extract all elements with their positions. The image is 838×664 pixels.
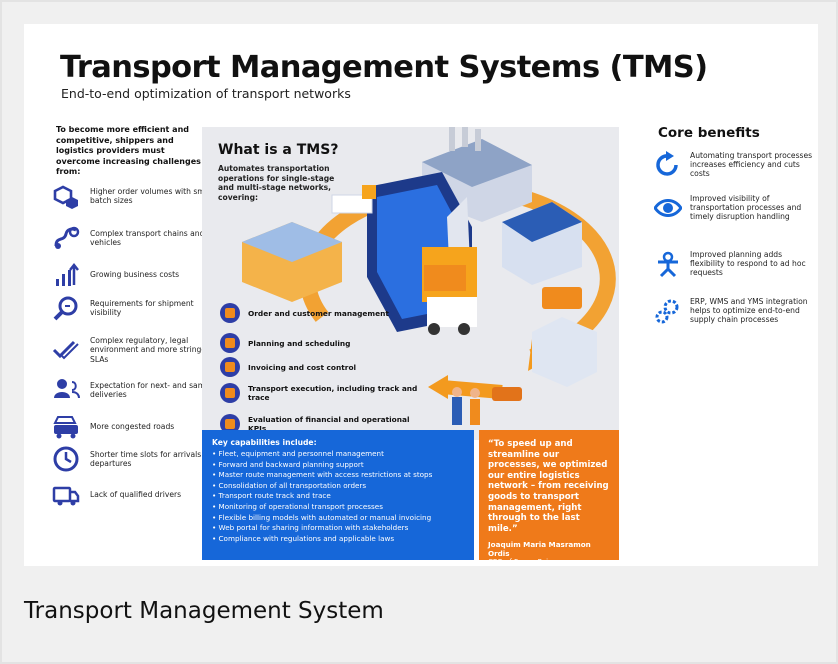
challenge-item: Shorter time slots for arrivals and depa…	[52, 445, 227, 473]
checkmarks-icon	[52, 340, 79, 360]
quote-text: “To speed up and streamline our processe…	[488, 439, 609, 534]
cars-icon	[53, 416, 78, 439]
invoice-icon	[220, 357, 240, 377]
capability-item: Forward and backward planning support	[212, 460, 464, 471]
clock-icon	[53, 446, 79, 472]
challenge-item: Complex transport chains and more vehicl…	[52, 224, 227, 252]
what-is-tms-panel: What is a TMS? Automates transportation …	[202, 127, 619, 440]
coverage-label: Order and customer management	[248, 308, 389, 318]
capability-item: Consolidation of all transportation orde…	[212, 481, 464, 492]
capability-item: Fleet, equipment and personnel managemen…	[212, 449, 464, 460]
capability-item: Flexible billing models with automated o…	[212, 513, 464, 524]
customer-quote-box: “To speed up and streamline our processe…	[479, 430, 619, 566]
challenge-item: Lack of qualified drivers	[52, 481, 227, 509]
people-icon	[54, 379, 80, 399]
coverage-label: Evaluation of financial and operational …	[248, 415, 410, 433]
route-icon	[54, 226, 80, 249]
quote-role: CEO of Ferros Puig	[488, 558, 553, 566]
challenge-label: Growing business costs	[90, 270, 180, 280]
capability-item: Web portal for sharing information with …	[212, 523, 464, 534]
challenge-item: Expectation for next- and same-day deliv…	[52, 376, 227, 404]
challenge-label: Expectation for next- and same-day deliv…	[90, 380, 227, 399]
image-caption[interactable]: Transport Management System	[24, 598, 384, 624]
benefit-item: Improved visibility of transportation pr…	[654, 194, 814, 222]
tms-infographic[interactable]: Transport Management Systems (TMS) End-t…	[24, 24, 818, 566]
benefit-item: Improved planning adds flexibility to re…	[654, 250, 814, 278]
challenge-item: Complex regulatory, legal environment an…	[52, 336, 227, 364]
rising-bars-icon	[56, 262, 79, 286]
benefit-item: ERP, WMS and YMS integration helps to op…	[654, 297, 814, 325]
tracking-icon	[220, 383, 240, 403]
capabilities-title: Key capabilities include:	[212, 438, 317, 447]
magnifier-icon	[53, 296, 78, 321]
kpi-icon	[220, 414, 240, 434]
challenges-intro: To become more efficient and competitive…	[56, 125, 201, 176]
gears-icon	[655, 299, 679, 324]
capability-item: Monitoring of operational transport proc…	[212, 502, 464, 513]
flexibility-icon	[658, 251, 678, 278]
infographic-subtitle: End-to-end optimization of transport net…	[61, 86, 351, 101]
refresh-icon	[656, 151, 678, 176]
challenge-label: Higher order volumes with smaller batch …	[90, 186, 222, 205]
logistics-illustration	[242, 127, 616, 425]
benefit-label: Improved planning adds flexibility to re…	[690, 250, 806, 278]
what-is-tms-title: What is a TMS?	[218, 142, 339, 158]
challenge-label: Complex transport chains and more vehicl…	[90, 228, 227, 247]
challenge-label: Shorter time slots for arrivals and depa…	[90, 449, 218, 468]
challenge-item: Higher order volumes with smaller batch …	[52, 182, 227, 210]
coverage-item: Transport execution, including track and…	[220, 383, 420, 403]
challenge-item: More congested roads	[52, 413, 227, 441]
infographic-title: Transport Management Systems (TMS)	[60, 50, 708, 85]
benefit-label: Automating transport processes increases…	[690, 151, 813, 179]
calendar-icon	[220, 333, 240, 353]
challenge-item: Growing business costs	[52, 261, 227, 289]
benefit-label: Improved visibility of transportation pr…	[690, 194, 802, 222]
truck-icon	[52, 486, 80, 506]
coverage-label: Transport execution, including track and…	[248, 384, 418, 402]
challenge-item: Requirements for shipment visibility	[52, 294, 227, 322]
capability-item: Transport route track and trace	[212, 491, 464, 502]
coverage-label: Invoicing and cost control	[248, 362, 357, 372]
coverage-item: Invoicing and cost control	[220, 357, 420, 377]
benefit-item: Automating transport processes increases…	[654, 151, 814, 179]
coverage-item: Order and customer management	[220, 303, 420, 323]
key-capabilities-box: Key capabilities include: Fleet, equipme…	[202, 430, 474, 560]
coverage-item: Planning and scheduling	[220, 333, 420, 353]
boxes-icon	[53, 185, 78, 209]
challenge-label: Requirements for shipment visibility	[90, 298, 194, 317]
challenge-label: More congested roads	[90, 422, 175, 432]
capability-item: Master route management with access rest…	[212, 470, 464, 481]
order-icon	[220, 303, 240, 323]
challenge-label: Lack of qualified drivers	[90, 490, 182, 500]
core-benefits-title: Core benefits	[658, 125, 760, 141]
challenge-label: Complex regulatory, legal environment an…	[90, 336, 214, 364]
capability-item: Compliance with regulations and applicab…	[212, 534, 464, 545]
quote-author: Joaquim Maria Masramon Ordis	[488, 540, 591, 559]
benefit-label: ERP, WMS and YMS integration helps to op…	[690, 297, 808, 325]
eye-icon	[654, 199, 682, 217]
what-is-tms-description: Automates transportation operations for …	[218, 164, 335, 202]
coverage-item: Evaluation of financial and operational …	[220, 414, 420, 434]
coverage-label: Planning and scheduling	[248, 338, 351, 348]
